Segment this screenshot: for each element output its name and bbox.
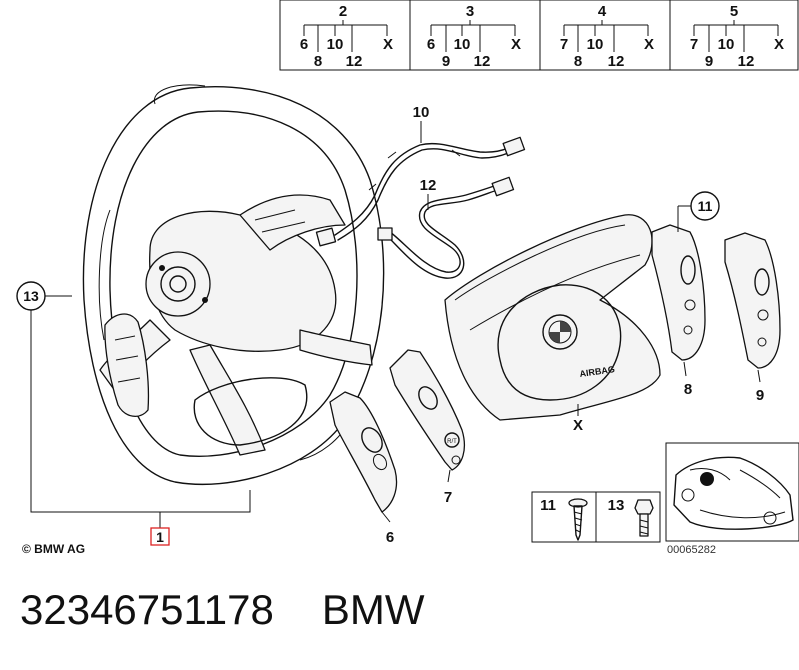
legend-group-5: 5 7 10 X 9 12	[690, 3, 784, 70]
legend-ref: 10	[587, 36, 604, 53]
car-location-box	[665, 442, 799, 542]
part-number-caption: 32346751178 BMW	[20, 586, 424, 634]
switch-pad-6: 6	[329, 391, 398, 546]
svg-text:X: X	[573, 417, 583, 434]
legend-ref: 6	[427, 36, 435, 53]
brand-name: BMW	[321, 586, 425, 633]
legend-ref: 12	[738, 53, 755, 70]
svg-text:10: 10	[413, 104, 430, 121]
legend-group-3: 3 6 10 X 9 12	[427, 3, 521, 70]
legend-ref: X	[644, 36, 654, 53]
legend-group-title: 3	[466, 3, 474, 20]
svg-text:11: 11	[540, 497, 556, 514]
image-number: 00065282	[667, 544, 716, 556]
legend-group-title: 2	[339, 3, 347, 20]
fasteners-box: 11 13	[531, 491, 661, 543]
legend-ref: 12	[608, 53, 625, 70]
svg-text:1: 1	[156, 529, 164, 545]
bolt-icon	[634, 499, 654, 537]
svg-text:7: 7	[444, 489, 452, 506]
legend-ref: 6	[300, 36, 308, 53]
legend-ref: 10	[718, 36, 735, 53]
callout-13: 13	[16, 281, 72, 311]
legend-ref: 8	[574, 53, 582, 70]
legend-ref: X	[774, 36, 784, 53]
svg-text:6: 6	[386, 529, 394, 546]
legend-ref: X	[511, 36, 521, 53]
wiring-harness-12: 12	[377, 176, 515, 279]
svg-text:12: 12	[420, 177, 437, 194]
screw-icon	[568, 498, 588, 541]
part-number: 32346751178	[20, 586, 274, 633]
svg-text:8: 8	[684, 381, 692, 398]
switch-pad-7: R/T 7	[389, 349, 466, 506]
legend-group-title: 4	[598, 3, 607, 20]
svg-text:11: 11	[698, 198, 713, 214]
svg-text:9: 9	[756, 387, 764, 404]
callout-11: 11	[677, 191, 720, 232]
legend-ref: 12	[474, 53, 491, 70]
legend-ref: 7	[690, 36, 698, 53]
legend-group-4: 4 7 10 X 8 12	[560, 3, 654, 70]
legend-ref: X	[383, 36, 393, 53]
legend-ref: 12	[346, 53, 363, 70]
legend-ref: 7	[560, 36, 568, 53]
switch-pad-9: 9	[724, 232, 781, 404]
switch-pad-8: 8	[651, 224, 706, 398]
legend-ref: 9	[442, 53, 450, 70]
legend-table: 2 6 10 X 8 12 3 6 10 X 9 12 4 7 10 X 8 1…	[279, 0, 799, 71]
legend-group-2: 2 6 10 X 8 12	[300, 3, 393, 70]
legend-ref: 8	[314, 53, 322, 70]
legend-ref: 9	[705, 53, 713, 70]
location-marker-icon	[700, 472, 714, 486]
svg-text:AIRBAG: AIRBAG	[579, 364, 616, 379]
svg-text:R/T: R/T	[447, 439, 457, 445]
svg-text:13: 13	[608, 497, 625, 514]
wiring-harness-10: 10	[315, 104, 526, 247]
legend-ref: 10	[327, 36, 344, 53]
legend-group-title: 5	[730, 3, 738, 20]
callout-1: 1	[30, 310, 251, 546]
svg-text:13: 13	[23, 288, 39, 304]
steering-wheel-drawing	[82, 84, 385, 486]
legend-ref: 10	[454, 36, 471, 53]
copyright: © BMW AG	[22, 542, 85, 556]
airbag-module: AIRBAG X	[444, 214, 661, 434]
